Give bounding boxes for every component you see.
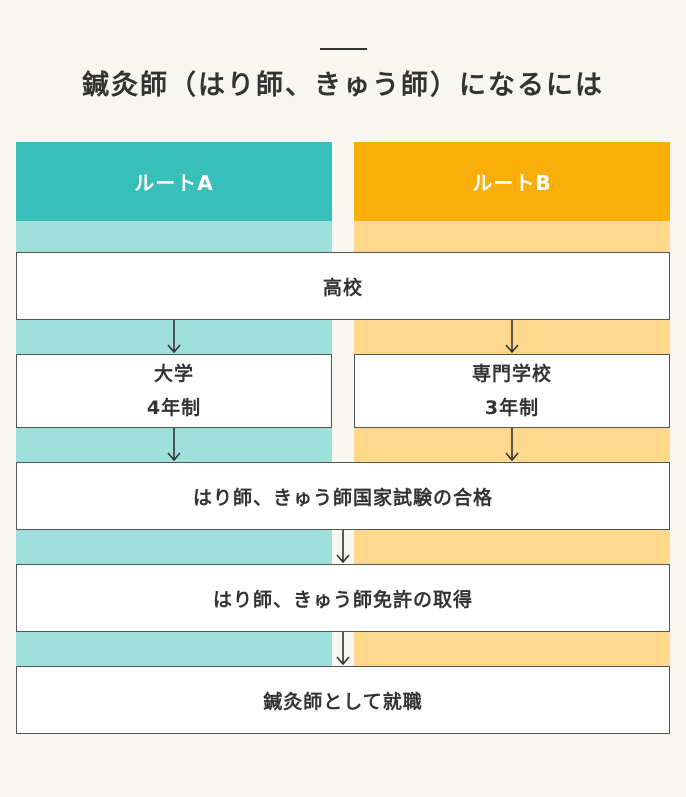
- arrow-down-icon: [166, 428, 182, 462]
- university-name: 大学: [153, 363, 194, 385]
- arrow-down-icon: [335, 530, 351, 564]
- vocational-school-name: 専門学校: [471, 363, 552, 385]
- vocational-school-box: 専門学校 3年制: [354, 354, 670, 428]
- national-exam-box: はり師、きゅう師国家試験の合格: [16, 462, 670, 530]
- national-exam-label: はり師、きゅう師国家試験の合格: [192, 486, 493, 509]
- route-b-header: ルートB: [354, 142, 670, 221]
- route-a-header: ルートA: [16, 142, 332, 221]
- arrow-down-icon: [504, 428, 520, 462]
- title-rule: [320, 48, 367, 50]
- license-label: はり師、きゅう師免許の取得: [212, 588, 473, 611]
- arrow-down-icon: [335, 632, 351, 666]
- high-school-box: 高校: [16, 252, 670, 320]
- vocational-school-duration: 3年制: [484, 397, 540, 419]
- page-title: 鍼灸師（はり師、きゅう師）になるには: [82, 70, 604, 101]
- license-box: はり師、きゅう師免許の取得: [16, 564, 670, 632]
- arrow-down-icon: [166, 320, 182, 354]
- arrow-down-icon: [504, 320, 520, 354]
- career-box: 鍼灸師として就職: [16, 666, 670, 734]
- high-school-label: 高校: [322, 276, 363, 299]
- career-label: 鍼灸師として就職: [263, 690, 423, 713]
- university-box: 大学 4年制: [16, 354, 332, 428]
- university-duration: 4年制: [146, 397, 202, 419]
